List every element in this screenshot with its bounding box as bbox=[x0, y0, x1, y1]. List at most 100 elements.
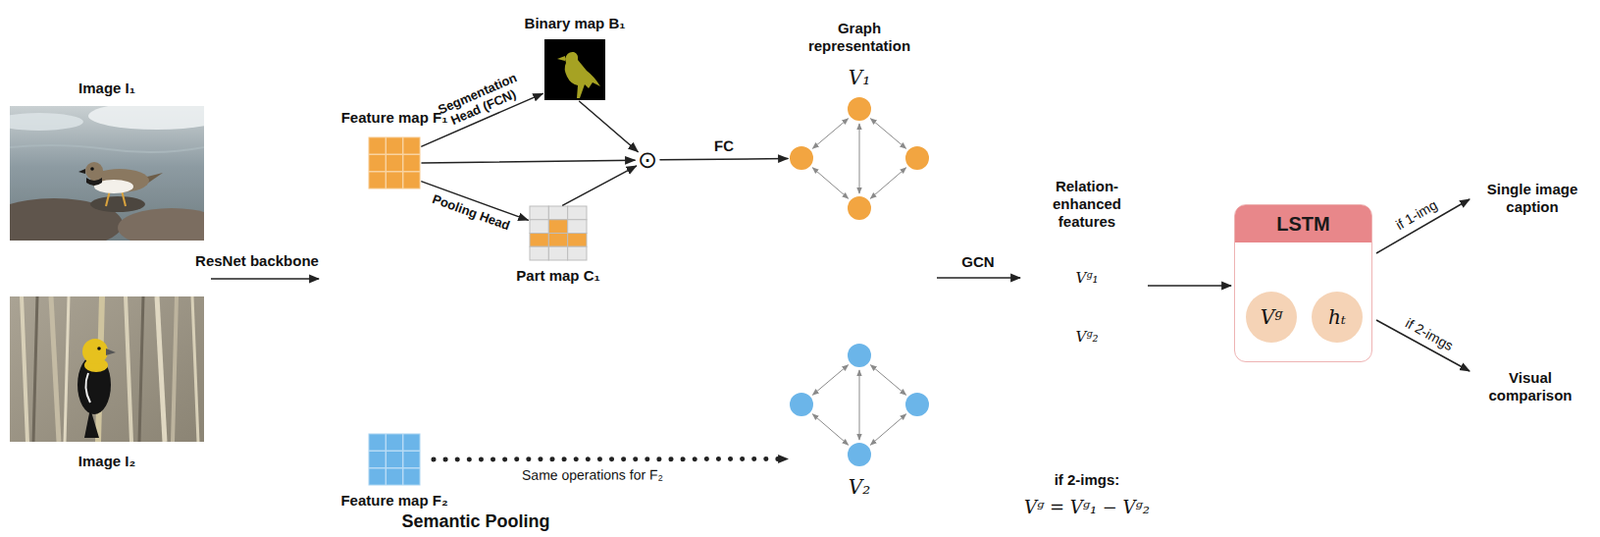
graph-blue bbox=[812, 364, 906, 446]
part-map: Part map C₁ bbox=[529, 206, 587, 260]
feature-grid bbox=[368, 433, 420, 485]
graph-edge bbox=[859, 369, 861, 440]
part-grid bbox=[529, 206, 587, 260]
edge-label: Same operations for F₂ bbox=[521, 465, 664, 483]
bird-beak bbox=[105, 348, 116, 356]
graph-vertex bbox=[905, 146, 930, 170]
edge-label: Segmentation Head (FCN) bbox=[430, 67, 533, 134]
reed-background bbox=[9, 296, 205, 442]
grid-cell bbox=[529, 206, 549, 220]
graph-symbol: V₁ bbox=[848, 65, 871, 90]
circle-label: Vᵍ bbox=[1260, 305, 1283, 329]
graph-vertex bbox=[847, 343, 872, 367]
plover-photo bbox=[9, 105, 205, 241]
hadamard-product: ⊙ bbox=[636, 149, 659, 171]
panel-heading: Image I₁ bbox=[78, 79, 136, 98]
backbone-arrow bbox=[210, 277, 319, 280]
connector bbox=[563, 165, 637, 206]
graph-edge bbox=[870, 413, 906, 445]
part-cell bbox=[548, 219, 568, 234]
grid-line bbox=[368, 170, 420, 173]
bird-head bbox=[85, 161, 104, 180]
edge-label: FC bbox=[714, 137, 734, 155]
rock bbox=[117, 207, 205, 241]
feature-grid bbox=[368, 137, 420, 189]
flow-arrows bbox=[210, 199, 1470, 371]
circle-label: hₜ bbox=[1328, 305, 1346, 329]
lstm-title: LSTM bbox=[1235, 205, 1372, 243]
feature-map: Feature map F₁ bbox=[368, 137, 420, 189]
reed bbox=[21, 296, 28, 442]
bird-beak bbox=[78, 168, 86, 174]
grid-line bbox=[385, 137, 388, 189]
condition-label: if 2-imgs: bbox=[1054, 470, 1121, 489]
graph-edge bbox=[812, 118, 848, 150]
graph-vertex bbox=[789, 146, 814, 170]
grid-line bbox=[402, 433, 405, 485]
part-cell bbox=[529, 233, 549, 248]
grid-line bbox=[368, 154, 420, 156]
graph-edge bbox=[859, 123, 861, 194]
graph-blue-vertices bbox=[789, 343, 930, 466]
input-arrow bbox=[1147, 284, 1232, 287]
output-label: Visual comparison bbox=[1476, 368, 1585, 405]
grid-cell bbox=[529, 246, 549, 260]
reed bbox=[64, 296, 69, 442]
module-title: Semantic Pooling bbox=[401, 511, 550, 533]
graph-vertex bbox=[847, 442, 872, 466]
grid-cell bbox=[548, 246, 568, 260]
arrow-label: GCN bbox=[961, 253, 994, 271]
bird-silhouette bbox=[557, 55, 566, 61]
reed bbox=[139, 296, 144, 442]
foam bbox=[9, 112, 84, 131]
feature-map-orange bbox=[368, 137, 420, 189]
feature-map: Feature map F₂ bbox=[368, 433, 420, 485]
image-panel: Image I₁ bbox=[9, 105, 205, 241]
reed bbox=[51, 296, 59, 442]
graph-edge bbox=[870, 167, 906, 199]
mask-ground bbox=[544, 39, 606, 101]
section-label: Graph representation bbox=[795, 19, 924, 55]
map-heading: Feature map F₂ bbox=[340, 491, 448, 510]
condition-label: if 1-img bbox=[1393, 196, 1441, 233]
part-cell bbox=[548, 233, 568, 248]
grid-cell bbox=[548, 206, 568, 220]
bird-leg bbox=[121, 190, 126, 207]
graph-orange-vertices bbox=[789, 97, 930, 220]
graph-orange bbox=[812, 118, 906, 200]
lstm-box: LSTM Vᵍ hₜ bbox=[1234, 204, 1373, 362]
gcn-arrow bbox=[936, 276, 1021, 279]
graph-symbol: V₂ bbox=[848, 474, 871, 499]
graph-vertex bbox=[905, 392, 930, 416]
bird-collar bbox=[86, 177, 103, 186]
graph-edge bbox=[812, 167, 848, 199]
map-heading: Part map C₁ bbox=[516, 266, 600, 285]
grid-line bbox=[402, 137, 405, 189]
graph-vertex bbox=[789, 392, 814, 416]
reed bbox=[192, 296, 199, 442]
math-symbol: Vᵍ₁ bbox=[1076, 268, 1099, 287]
map-heading: Feature map F₁ bbox=[341, 108, 449, 127]
map-heading: Binary map B₁ bbox=[524, 14, 626, 33]
section-label: Relation-enhanced features bbox=[1041, 177, 1133, 231]
connector bbox=[660, 158, 788, 160]
graph-edge bbox=[870, 364, 906, 396]
grid-cell bbox=[567, 246, 587, 260]
reed bbox=[172, 296, 177, 442]
connector bbox=[421, 159, 635, 163]
formula: Vᵍ = Vᵍ₁ − Vᵍ₂ bbox=[1024, 496, 1150, 518]
wing-patch bbox=[85, 372, 91, 403]
reed bbox=[156, 296, 165, 442]
grid-line bbox=[368, 450, 420, 453]
output-label: Single image caption bbox=[1478, 180, 1587, 216]
part-cell bbox=[567, 233, 587, 248]
image-panel: Image I₂ bbox=[9, 296, 205, 442]
bird-head bbox=[82, 338, 108, 364]
graph-edge bbox=[812, 413, 848, 445]
grid-cell bbox=[567, 206, 587, 220]
grid-line bbox=[385, 433, 388, 485]
graph-vertex bbox=[847, 196, 872, 220]
reed bbox=[33, 296, 38, 442]
connector bbox=[579, 101, 639, 152]
reed bbox=[125, 296, 132, 442]
